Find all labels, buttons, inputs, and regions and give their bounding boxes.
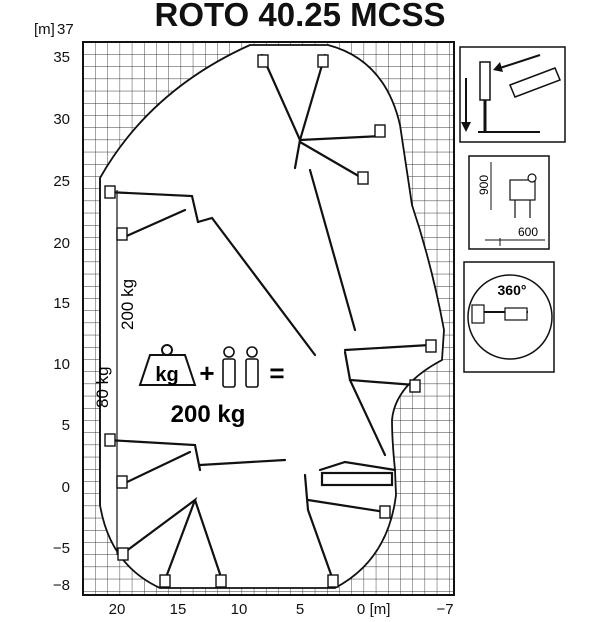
person-icon (222, 346, 259, 388)
weight-label: kg (155, 364, 178, 386)
y-tick: 35 (53, 49, 70, 66)
y-tick: 10 (53, 356, 70, 373)
y-tick: 0 (62, 479, 70, 496)
load-zone-label-200: 200 kg (118, 279, 137, 330)
x-tick: 15 (170, 601, 187, 618)
side-panel-boom-retract (459, 46, 566, 143)
y-tick: 30 (53, 111, 70, 128)
plus-sign: + (199, 358, 214, 388)
chart-title: ROTO 40.25 MCSS (154, 0, 446, 33)
y-tick: −5 (53, 540, 70, 557)
x-tick: 10 (231, 601, 248, 618)
side-panel-rotation: 360° (463, 261, 555, 373)
x-axis-unit: [m] (370, 601, 391, 618)
load-zone-label-80: 80 kg (93, 366, 112, 408)
capacity-result: 200 kg (171, 401, 246, 428)
x-tick: 5 (296, 601, 304, 618)
x-tick: −7 (436, 601, 453, 618)
platform-baskets (104, 54, 437, 588)
x-axis-ticks: 20 15 10 5 0 [m] −7 (109, 601, 454, 618)
y-tick: 5 (62, 417, 70, 434)
x-tick: 0 (357, 601, 365, 618)
x-tick: 20 (109, 601, 126, 618)
platform-width-label: 600 (518, 225, 538, 239)
platform-height-label: 900 (477, 175, 491, 195)
y-axis-top-value: 37 (57, 21, 74, 38)
rotation-label: 360° (498, 282, 527, 298)
y-tick: 15 (53, 295, 70, 312)
y-tick: 25 (53, 173, 70, 190)
capacity-formula: kg + = 200 kg (138, 344, 285, 428)
y-axis-unit: [m] (34, 21, 55, 38)
working-envelope (99, 44, 445, 589)
weight-icon (138, 354, 197, 386)
y-axis-ticks: 35 30 25 20 15 10 5 0 −5 −8 (53, 49, 70, 594)
side-panel-platform-size: 900 600 (468, 155, 550, 250)
y-tick: −8 (53, 577, 70, 594)
y-tick: 20 (53, 235, 70, 252)
boom-positions (105, 53, 432, 582)
equals-sign: = (269, 358, 284, 388)
